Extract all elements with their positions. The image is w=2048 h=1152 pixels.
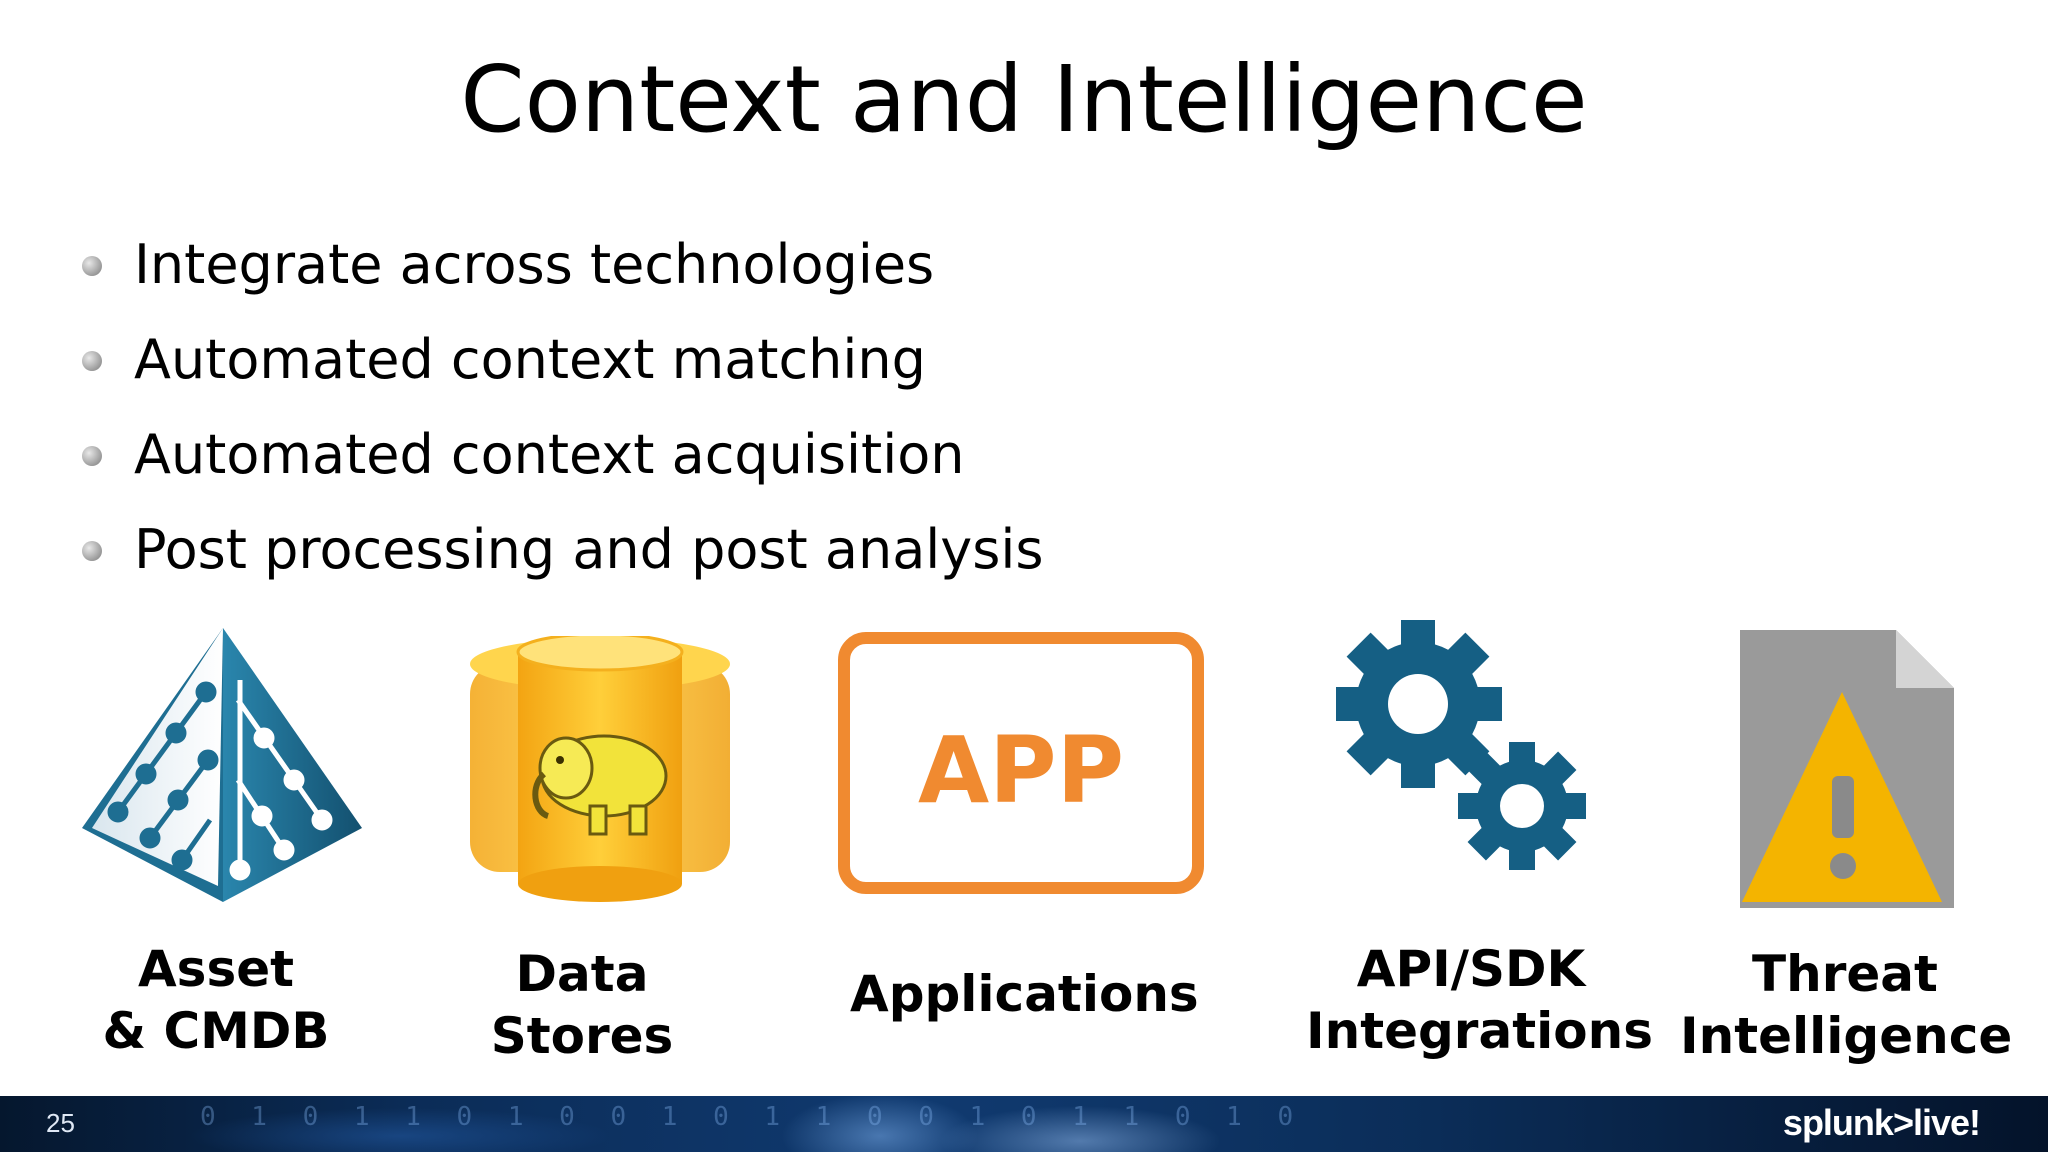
warning-document-icon — [1736, 626, 1958, 912]
category-label-api-sdk: API/SDK Integrations — [1306, 938, 1653, 1062]
page-number: 25 — [46, 1108, 75, 1138]
label-line: Asset — [137, 940, 295, 998]
elephant-icon — [532, 734, 668, 836]
hadoop-database-icon — [468, 632, 732, 904]
label-line: Data — [515, 945, 649, 1003]
bullet-dot-icon — [82, 351, 102, 371]
footer-binary-pattern: 0 1 0 1 1 0 1 0 0 1 0 1 1 0 0 1 0 1 1 0 … — [200, 1102, 1304, 1132]
bullet-dot-icon — [82, 256, 102, 276]
label-line: Intelligence — [1680, 1007, 2013, 1065]
label-line: Applications — [850, 965, 1199, 1023]
gears-icon — [1334, 620, 1600, 882]
bullet-item: Automated context matching — [70, 325, 1044, 420]
category-label-asset: Asset & CMDB — [66, 938, 366, 1062]
bullet-text: Automated context matching — [134, 328, 926, 391]
label-line: API/SDK — [1356, 940, 1586, 998]
category-label-data-stores: Data Stores — [432, 943, 732, 1067]
label-line: Stores — [490, 1007, 674, 1065]
slide-title: Context and Intelligence — [460, 46, 1588, 153]
bullet-item: Automated context acquisition — [70, 420, 1044, 515]
bullet-dot-icon — [82, 541, 102, 561]
app-icon: APP — [838, 632, 1204, 894]
label-line: Integrations — [1306, 1002, 1653, 1060]
bullet-item: Integrate across technologies — [70, 230, 1044, 325]
footer-bar: 0 1 0 1 1 0 1 0 0 1 0 1 1 0 0 1 0 1 1 0 … — [0, 1096, 2048, 1152]
bullet-item: Post processing and post analysis — [70, 515, 1044, 610]
bullet-text: Automated context acquisition — [134, 423, 965, 486]
bullet-list: Integrate across technologies Automated … — [70, 230, 1044, 610]
brand-logo: splunk>live! — [1782, 1102, 1981, 1143]
category-label-threat: Threat Intelligence — [1680, 943, 2013, 1067]
bullet-text: Post processing and post analysis — [134, 518, 1044, 581]
app-badge-text: APP — [918, 717, 1124, 824]
bullet-dot-icon — [82, 446, 102, 466]
label-line: & CMDB — [102, 1002, 330, 1060]
category-label-applications: Applications — [850, 963, 1199, 1025]
bullet-text: Integrate across technologies — [134, 233, 935, 296]
label-line: Threat — [1752, 945, 1938, 1003]
pyramid-icon — [78, 620, 368, 905]
